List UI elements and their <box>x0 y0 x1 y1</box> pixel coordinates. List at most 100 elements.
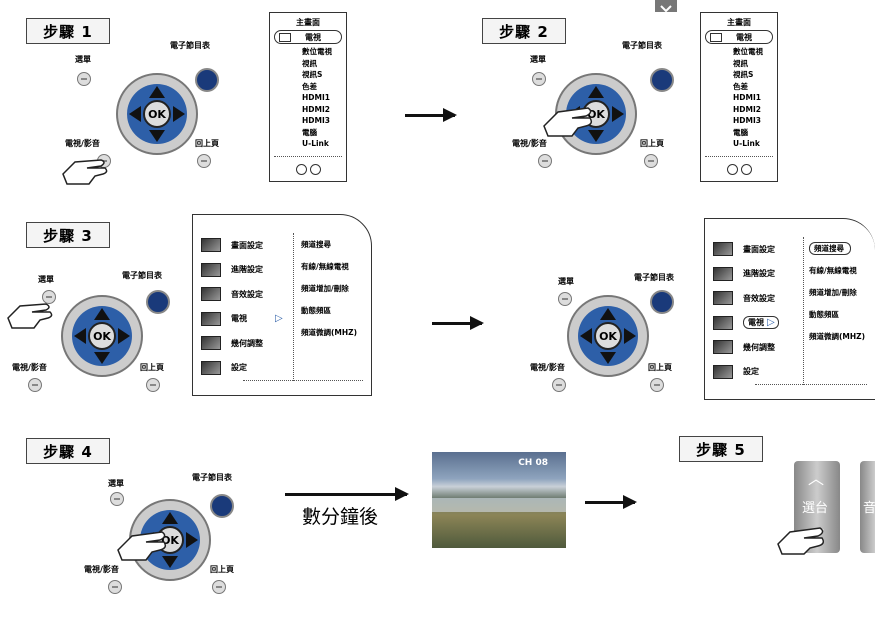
volume-rocker[interactable]: 音 <box>860 461 875 553</box>
tv-submenu-item[interactable]: 動態頻區 <box>809 309 839 319</box>
main-menu-item[interactable]: 視訊 <box>733 58 748 68</box>
advanced-icon <box>201 262 221 277</box>
epg-button[interactable] <box>146 290 170 314</box>
channel-rocker-label: 選台 <box>802 501 829 516</box>
tv-radio-button[interactable] <box>108 580 122 594</box>
divider <box>243 380 363 381</box>
back-button[interactable] <box>197 154 211 168</box>
settings-item[interactable]: 畫面設定 <box>713 237 775 262</box>
dpad-icon[interactable]: OK <box>115 72 199 156</box>
circle-icon <box>741 164 752 175</box>
svg-text:OK: OK <box>148 108 166 121</box>
tv-radio-button[interactable] <box>552 378 566 392</box>
back-button-label: 回上頁 <box>140 363 164 372</box>
tv-submenu-item[interactable]: 頻道微調(MHZ) <box>809 331 866 341</box>
tv-screen-image: CH 08 <box>432 452 566 548</box>
water-reflection <box>432 498 566 512</box>
main-menu-item[interactable]: HDMI3 <box>302 116 330 125</box>
tv-submenu-item[interactable]: 有線/無線電視 <box>809 265 857 275</box>
tv-radio-button[interactable] <box>538 154 552 168</box>
settings-item[interactable]: 設定 <box>713 360 775 385</box>
svg-text:OK: OK <box>599 330 617 343</box>
main-menu-step-2: 主畫面 電視 數位電視 視訊 視訊S 色差 HDMI1 HDMI2 HDMI3 … <box>700 12 778 182</box>
main-menu-item[interactable]: HDMI3 <box>733 116 761 125</box>
back-button[interactable] <box>212 580 226 594</box>
epg-button-label: 電子節目表 <box>192 473 232 482</box>
main-menu-selected[interactable]: 電視 <box>705 30 773 44</box>
main-menu-title: 主畫面 <box>296 18 320 27</box>
settings-item[interactable]: 進階設定 <box>201 258 283 283</box>
main-menu-item[interactable]: HDMI1 <box>302 93 330 102</box>
main-menu-item[interactable]: HDMI2 <box>302 104 330 114</box>
setup-icon <box>713 364 733 379</box>
tv-submenu-item[interactable]: 頻道增加/刪除 <box>809 287 857 297</box>
remote-step-3: 選單 電子節目表 OK 電視/影音 回上頁 <box>7 258 210 428</box>
tv-radio-button[interactable] <box>28 378 42 392</box>
settings-item[interactable]: 音效設定 <box>201 282 283 307</box>
main-menu-item[interactable]: U-Link <box>733 139 760 148</box>
tv-radio-button-label: 電視/影音 <box>84 565 119 574</box>
main-menu-item[interactable]: 色差 <box>733 81 748 91</box>
main-menu-selected[interactable]: 電視 <box>274 30 342 44</box>
tv-submenu-item[interactable]: 頻道增加/刪除 <box>301 283 349 293</box>
advanced-icon <box>713 266 733 281</box>
main-menu-item[interactable]: 電腦 <box>733 127 748 137</box>
dpad-icon[interactable]: OK <box>128 498 212 582</box>
menu-button[interactable] <box>532 72 546 86</box>
menu-button[interactable] <box>77 72 91 86</box>
menu-button[interactable] <box>110 492 124 506</box>
chevron-up-icon[interactable]: ︿ <box>808 469 825 488</box>
tv-submenu-item[interactable]: 動態頻區 <box>301 305 331 315</box>
step-2-label: 步驟 2 <box>482 18 566 44</box>
settings-item[interactable]: 設定 <box>201 356 283 381</box>
main-menu-item[interactable]: 視訊S <box>302 70 323 79</box>
main-menu-title: 主畫面 <box>727 18 751 27</box>
menu-button[interactable] <box>42 290 56 304</box>
setup-icon <box>201 360 221 375</box>
pointing-hand-icon <box>7 303 53 329</box>
main-menu-item[interactable]: 視訊S <box>733 70 754 79</box>
back-button[interactable] <box>644 154 658 168</box>
main-menu-item[interactable]: HDMI2 <box>733 104 761 114</box>
dpad-icon[interactable]: OK <box>60 294 144 378</box>
settings-item[interactable]: 幾何調整 <box>713 335 775 360</box>
epg-button[interactable] <box>650 68 674 92</box>
settings-item[interactable]: 畫面設定 <box>201 233 283 258</box>
settings-item-tv[interactable]: 電視▷ <box>201 307 283 332</box>
main-menu-item[interactable]: HDMI1 <box>733 93 761 102</box>
main-menu-item[interactable]: U-Link <box>302 139 329 148</box>
settings-item[interactable]: 幾何調整 <box>201 331 283 356</box>
divider <box>705 156 773 157</box>
main-menu-item[interactable]: 數位電視 <box>302 47 332 56</box>
epg-button[interactable] <box>195 68 219 92</box>
back-button[interactable] <box>650 378 664 392</box>
step-1-label: 步驟 1 <box>26 18 110 44</box>
tv-icon <box>713 315 733 330</box>
main-menu-item[interactable]: 色差 <box>302 81 317 91</box>
settings-item[interactable]: 音效設定 <box>713 286 775 311</box>
tv-submenu-item-selected[interactable]: 頻道搜尋 <box>809 237 865 259</box>
main-menu-item[interactable]: 電腦 <box>302 127 317 137</box>
back-button-label: 回上頁 <box>210 565 234 574</box>
epg-button-label: 電子節目表 <box>622 41 662 50</box>
dpad-icon[interactable]: OK <box>566 294 650 378</box>
main-menu-item[interactable]: 數位電視 <box>733 47 763 56</box>
menu-button-label: 選單 <box>38 275 54 284</box>
epg-button[interactable] <box>210 494 234 518</box>
chevron-right-icon: ▷ <box>275 313 283 325</box>
epg-button-label: 電子節目表 <box>170 41 210 50</box>
tv-submenu-item[interactable]: 有線/無線電視 <box>301 261 349 271</box>
settings-item[interactable]: 進階設定 <box>713 262 775 287</box>
tv-icon <box>279 32 291 42</box>
epg-button[interactable] <box>650 290 674 314</box>
tv-radio-button-label: 電視/影音 <box>65 139 100 148</box>
tv-submenu-item[interactable]: 頻道微調(MHZ) <box>301 327 358 337</box>
circle-icon <box>310 164 321 175</box>
tv-submenu-item[interactable]: 頻道搜尋 <box>301 239 331 249</box>
main-menu-item[interactable]: 視訊 <box>302 58 317 68</box>
menu-button[interactable] <box>558 292 572 306</box>
settings-item-tv-selected[interactable]: 電視▷ <box>713 311 779 336</box>
back-button[interactable] <box>146 378 160 392</box>
picture-icon <box>201 238 221 253</box>
settings-menu-step-3: 畫面設定 進階設定 音效設定 電視▷ 幾何調整 設定 頻道搜尋 有線/無線電視 … <box>192 214 372 396</box>
